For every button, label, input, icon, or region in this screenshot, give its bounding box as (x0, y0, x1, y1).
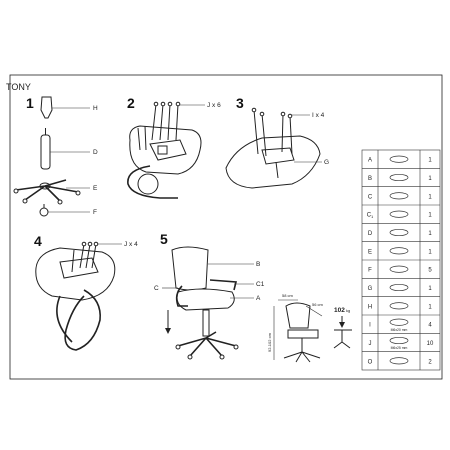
part-quantity: 10 (427, 341, 434, 347)
label-g: G (324, 159, 329, 166)
screws-j-step4 (71, 241, 99, 273)
part-quantity: 1 (428, 304, 432, 310)
label-d: D (93, 149, 98, 156)
label-h: H (93, 105, 98, 112)
part-code: D (368, 231, 373, 237)
assembled-seat (176, 288, 235, 311)
step-5-number: 5 (160, 231, 168, 247)
part-code: B (368, 176, 372, 182)
part-quantity: 1 (428, 213, 432, 219)
part-thumbnail (389, 192, 409, 200)
part-thumbnail (389, 210, 409, 218)
armrest-drawing (127, 165, 178, 199)
part-thumbnail (389, 318, 409, 326)
step-2: 2 J x 6 (127, 95, 221, 199)
dimension-width: 58 cm (282, 293, 294, 298)
load-rating-value: 102 (334, 307, 345, 314)
part-thumbnail (389, 228, 409, 237)
assembled-base (177, 331, 237, 357)
part-note: M6x25 mm (391, 346, 408, 350)
part-quantity: 4 (428, 323, 432, 329)
part-code: J (369, 341, 372, 347)
dimension-drawing: 58 cm 56 cm 92-102 cm 102 kg (267, 293, 352, 363)
part-code: G (368, 286, 373, 292)
part-h-drawing (40, 96, 53, 119)
part-code: C1 (367, 213, 374, 220)
part-quantity: 1 (428, 231, 432, 237)
parts-table-row: I M6x20 mm 4 (369, 318, 432, 332)
part-quantity: 2 (428, 359, 432, 365)
dimension-depth: 56 cm (312, 302, 324, 307)
label-c: C (154, 285, 159, 292)
part-e-drawing (13, 179, 81, 205)
part-thumbnail (389, 336, 409, 345)
part-d-drawing (40, 134, 51, 170)
screws-j-drawing (137, 101, 181, 151)
part-thumbnail (389, 302, 409, 310)
label-e: E (93, 185, 98, 192)
part-f-drawing (39, 204, 49, 217)
part-note: M6x20 mm (391, 328, 408, 332)
part-code: E (368, 249, 372, 255)
step-1-number: 1 (26, 95, 34, 111)
parts-table-row: C1 1 (367, 210, 432, 220)
part-thumbnail (389, 265, 409, 273)
callout-j-x4: J x 4 (124, 241, 138, 248)
label-b: B (256, 261, 260, 268)
product-title: TONY (6, 82, 31, 92)
step-4-number: 4 (34, 233, 42, 249)
part-code: F (368, 268, 372, 274)
part-quantity: 1 (428, 176, 432, 182)
step-3-number: 3 (236, 95, 244, 111)
part-code: I (369, 323, 371, 329)
assembled-backrest (171, 246, 209, 291)
dimension-height: 92-102 cm (267, 332, 272, 352)
load-rating-unit: kg (346, 308, 350, 313)
step-2-number: 2 (127, 95, 135, 111)
part-thumbnail (389, 155, 409, 163)
screws-i-drawing (251, 107, 293, 157)
label-f: F (93, 209, 97, 216)
part-g-drawing (261, 147, 295, 165)
part-thumbnail (389, 173, 409, 182)
parts-table-row: J M6x25 mm 10 (369, 336, 434, 350)
part-thumbnail (389, 247, 409, 255)
part-code: A (368, 158, 372, 164)
part-code: C (368, 194, 373, 200)
part-quantity: 1 (428, 194, 432, 200)
callout-i-x4: I x 4 (312, 112, 325, 119)
step-1: 1 H D E F (13, 95, 98, 217)
step-4: 4 J x 4 (34, 233, 138, 351)
step-5: 5 B C C1 A (154, 231, 265, 360)
part-code: H (368, 304, 372, 310)
part-thumbnail (389, 283, 409, 292)
part-quantity: 1 (428, 286, 432, 292)
load-rating-badge: 102 kg (333, 307, 352, 349)
callout-j-x6: J x 6 (207, 102, 221, 109)
part-quantity: 1 (428, 158, 432, 164)
part-thumbnail (389, 357, 409, 365)
part-quantity: 5 (428, 268, 432, 274)
part-code: O (368, 359, 373, 365)
sheet-frame (9, 74, 443, 380)
backrest-frame-drawing (64, 289, 101, 351)
part-quantity: 1 (428, 249, 432, 255)
step-3: 3 I x 4 G (225, 95, 329, 189)
label-c1: C1 (256, 281, 265, 288)
label-a: A (256, 295, 261, 302)
